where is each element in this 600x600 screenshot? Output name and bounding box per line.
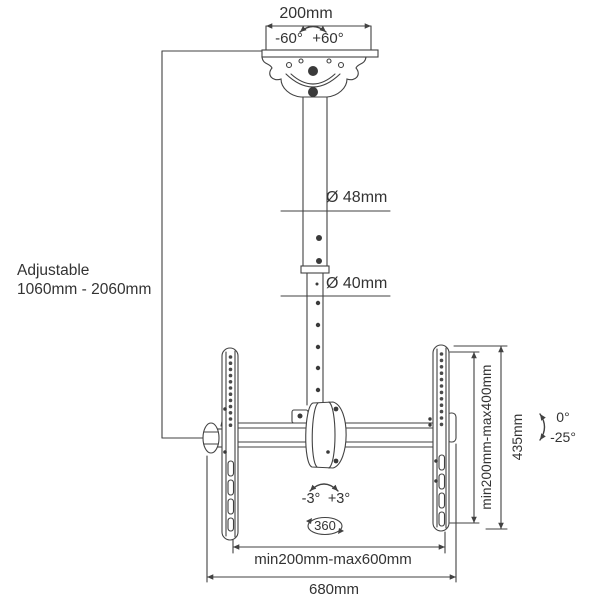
mounting-hole xyxy=(285,61,293,69)
upper-pole xyxy=(302,96,328,267)
swivel-slot xyxy=(285,73,341,88)
label-adjustable-height: Adjustable 1060mm - 2060mm xyxy=(17,261,151,299)
adjustment-hole xyxy=(315,387,321,393)
label-level-right: +3° xyxy=(327,491,351,507)
label-vesa-vertical: min200mm-max400mm xyxy=(479,364,494,510)
swivel-arrow-icon xyxy=(299,25,327,33)
telescope-collar xyxy=(300,265,330,274)
label-tilt-min: -25° xyxy=(550,429,576,445)
dim-435mm xyxy=(453,345,508,530)
left-adjustment-knob xyxy=(202,422,224,454)
pole-hole xyxy=(316,258,322,264)
adjustment-hole xyxy=(315,344,321,350)
label-diameter-upper: Ø 48mm xyxy=(326,189,388,206)
tilt-arrow-icon xyxy=(539,413,546,441)
adjustment-hole xyxy=(315,300,321,306)
swivel-slot xyxy=(290,73,336,85)
pivot-clamp xyxy=(291,401,347,469)
label-diameter-lower: Ø 40mm xyxy=(326,275,388,292)
label-vesa-horizontal: min200mm-max600mm xyxy=(254,551,412,568)
dim-vesa-vertical xyxy=(449,351,480,524)
adjustment-hole xyxy=(315,322,321,328)
adjustment-hole xyxy=(315,365,321,371)
adjustment-hole xyxy=(315,282,319,286)
swivel-body xyxy=(261,56,378,98)
level-arrow-icon xyxy=(309,483,339,492)
mounting-hole xyxy=(337,61,345,69)
label-tilt-max: 0° xyxy=(556,409,570,425)
mounting-hole xyxy=(298,58,304,64)
mounting-hole xyxy=(326,58,332,64)
lock-bolt xyxy=(308,87,318,97)
ceiling-plate xyxy=(261,49,379,58)
label-adjustable-title: Adjustable xyxy=(17,262,90,279)
dim-680mm xyxy=(206,443,457,583)
label-bracket-height: 435mm xyxy=(509,413,525,461)
label-rotation-360: 360 xyxy=(314,518,336,533)
pivot-center-bolt xyxy=(308,66,318,76)
label-swivel-left: -60° xyxy=(275,30,303,47)
right-vesa-bracket xyxy=(432,344,450,532)
dim-vesa-horizontal xyxy=(232,531,446,554)
label-swivel-right: +60° xyxy=(312,30,344,47)
label-total-width: 680mm xyxy=(308,581,360,598)
pole-hole xyxy=(316,235,322,241)
rotation-360-icon xyxy=(306,516,344,536)
label-level-left: -3° xyxy=(301,491,321,507)
left-vesa-bracket xyxy=(221,347,239,541)
dim-adjustable-height xyxy=(161,50,263,439)
ceiling-bracket xyxy=(261,49,379,98)
label-top-width: 200mm xyxy=(279,5,333,22)
label-adjustable-range: 1060mm - 2060mm xyxy=(17,281,152,298)
lower-pole xyxy=(306,272,324,406)
